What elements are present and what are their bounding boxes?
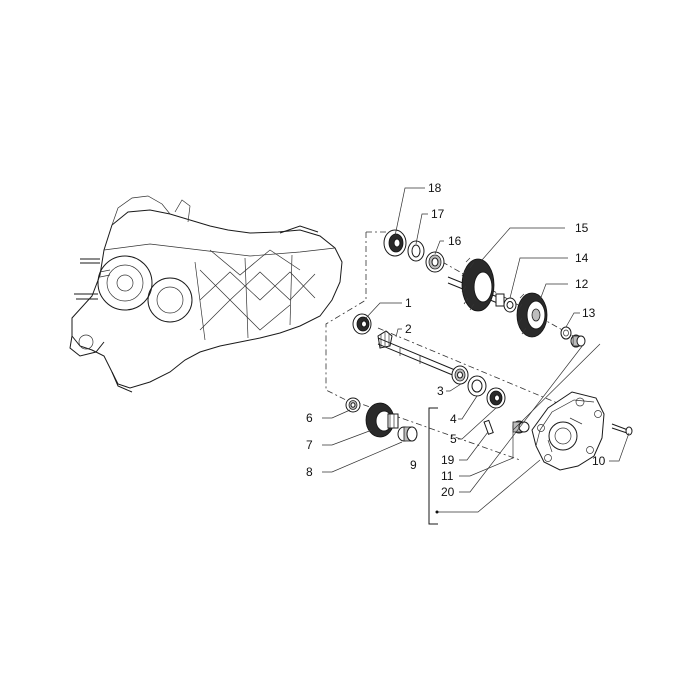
part-4-ring <box>467 375 487 397</box>
callout-8: 8 <box>306 465 313 479</box>
callout-7: 7 <box>306 438 313 452</box>
part-19-pin <box>483 419 494 435</box>
part-18-bearing <box>383 229 407 257</box>
part-5-bearing <box>486 387 506 409</box>
callout-12: 12 <box>575 277 589 291</box>
group-9-bracket <box>428 407 439 525</box>
callout-10: 10 <box>592 454 606 468</box>
part-10-screw <box>611 423 633 436</box>
part-7-gear <box>365 402 399 438</box>
callout-14: 14 <box>575 251 589 265</box>
part-13-circlip <box>560 326 572 340</box>
callout-2: 2 <box>405 322 412 336</box>
callout-17: 17 <box>431 207 445 221</box>
part-15-gear-shaft <box>447 257 505 312</box>
part-3-seal <box>451 365 469 385</box>
callout-4: 4 <box>450 412 457 426</box>
part-14-washer <box>503 297 517 313</box>
callout-19: 19 <box>441 453 455 467</box>
callout-9: 9 <box>410 458 417 472</box>
part-12-gear <box>516 292 548 338</box>
callout-labels: 18 17 16 15 14 12 13 1 2 3 4 5 6 7 8 9 1… <box>306 181 606 499</box>
callout-1: 1 <box>405 296 412 310</box>
callout-20: 20 <box>441 485 455 499</box>
part-20-gearbox-cover <box>531 391 605 471</box>
callout-5: 5 <box>450 432 457 446</box>
part-13-bushing <box>570 334 586 348</box>
crankcase-housing <box>69 195 343 393</box>
part-17-ring <box>407 240 425 262</box>
callout-15: 15 <box>575 221 589 235</box>
leader-lines <box>322 187 630 513</box>
part-2-shaft <box>377 330 456 377</box>
part-16-seal <box>425 251 445 273</box>
part-1-bearing <box>352 313 372 335</box>
callout-16: 16 <box>448 234 462 248</box>
callout-11: 11 <box>441 469 454 483</box>
crankcase-bolts <box>74 258 111 300</box>
callout-18: 18 <box>428 181 442 195</box>
callout-6: 6 <box>306 411 313 425</box>
part-8-bushing <box>397 426 418 442</box>
callout-3: 3 <box>437 384 444 398</box>
part-11-dowel <box>512 420 530 434</box>
part-6-nut <box>345 397 361 413</box>
callout-13: 13 <box>582 306 596 320</box>
